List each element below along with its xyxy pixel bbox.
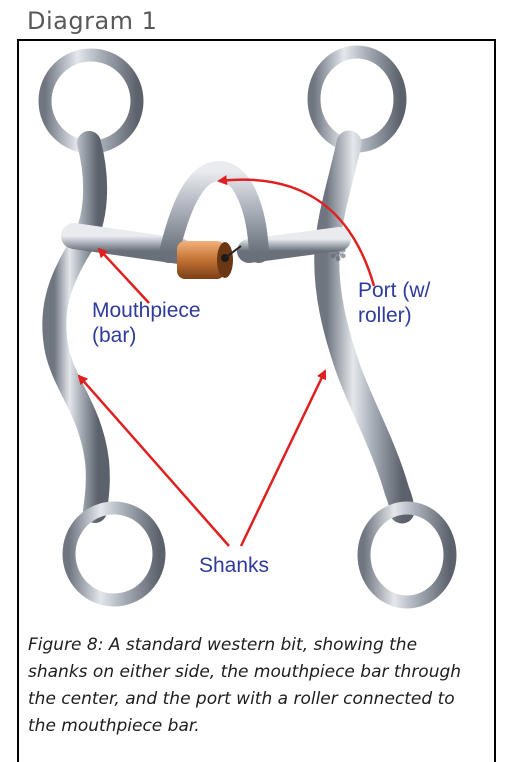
western-bit-illustration: ✽ <box>19 41 494 629</box>
port-label: Port (w/ roller) <box>358 278 430 328</box>
western-bit-figure: ✽ Mouthpiece (bar) Port (w/ roller) Shan… <box>19 41 494 629</box>
mouthpiece-bar <box>74 171 339 253</box>
left-bottom-ring <box>69 508 159 600</box>
diagram-header: Diagram 1 <box>17 0 496 41</box>
shanks-label: Shanks <box>199 553 269 578</box>
right-shanks-arrow <box>241 371 325 546</box>
port-roller <box>177 241 241 279</box>
diagram-title: Diagram 1 <box>27 6 157 36</box>
mouthpiece-label: Mouthpiece (bar) <box>92 298 201 348</box>
figure-caption: Figure 8: A standard western bit, showin… <box>28 632 468 740</box>
right-top-ring <box>314 52 400 146</box>
